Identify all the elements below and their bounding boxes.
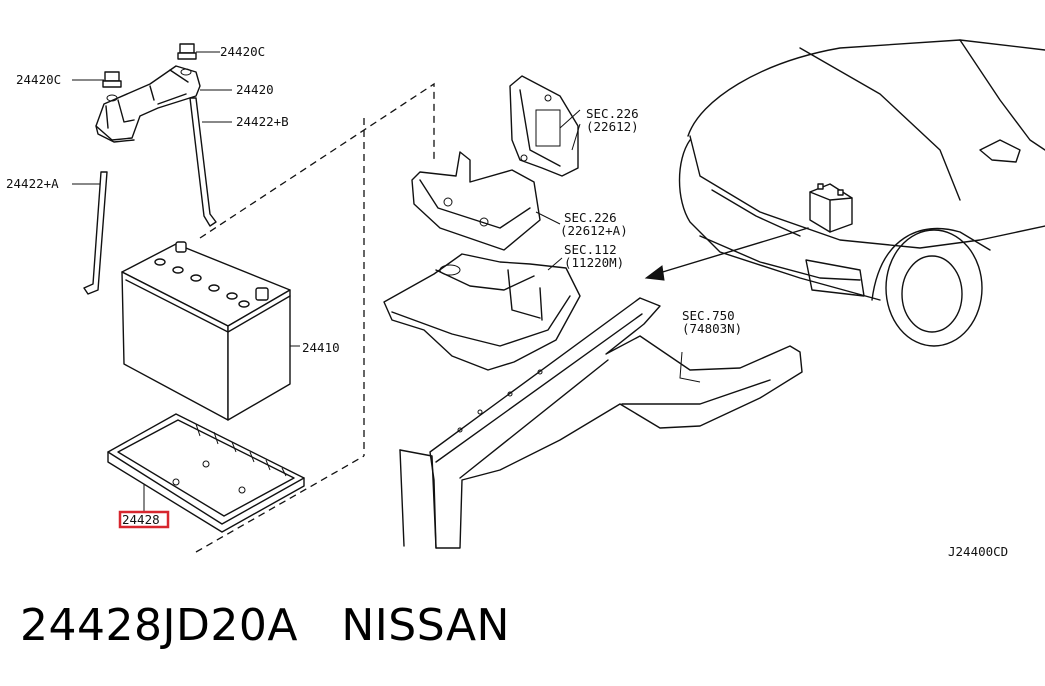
dashed-guide-bottom [195,455,365,553]
callout-24410: 24410 [302,340,340,355]
diagram-code: J24400CD [948,544,1008,559]
sec226-a-line1: SEC.226 [586,106,639,121]
callout-24428: 24428 [122,512,160,527]
rod-b [189,97,217,227]
caption-spacer [298,600,341,651]
nut-top-icon [177,43,197,60]
vehicle-illustration [644,39,1045,347]
front-wheel [871,227,991,347]
battery-location-icon [809,183,853,233]
upper-bracket [509,75,579,177]
brand-name: NISSAN [341,600,510,651]
dashed-guide-left [199,82,435,239]
callout-24420c-top: 24420C [220,44,265,59]
part-caption: 24428JD20A NISSAN [20,600,510,651]
side-member-rail [399,297,803,549]
battery-illustration [121,241,291,421]
battery-tray-illustration [107,413,305,533]
location-arrow [655,227,809,275]
sec226-a-line2: (22612) [586,119,639,134]
callout-24420c-left: 24420C [16,72,61,87]
sec112-line1: SEC.112 [564,242,617,257]
hold-down-frame [95,43,201,143]
rod-a [83,171,108,295]
sec750-line1: SEC.750 [682,308,735,323]
highlight-box [118,510,170,529]
part-number: 24428JD20A [20,600,298,651]
nut-left-icon [102,71,122,88]
highlighted-part-callout[interactable]: 24428 [118,510,170,529]
sec226-b-line1: SEC.226 [564,210,617,225]
callout-24420: 24420 [236,82,274,97]
sec750-line2: (74803N) [682,321,742,336]
lower-bracket [411,151,541,251]
sec112-line2: (11220M) [564,255,624,270]
callout-24422b: 24422+B [236,114,289,129]
callout-24422a: 24422+A [6,176,59,191]
sec226-b-line2: (22612+A) [560,223,628,238]
battery-terminal-icons [154,241,269,308]
battery-support-panel [383,253,581,371]
